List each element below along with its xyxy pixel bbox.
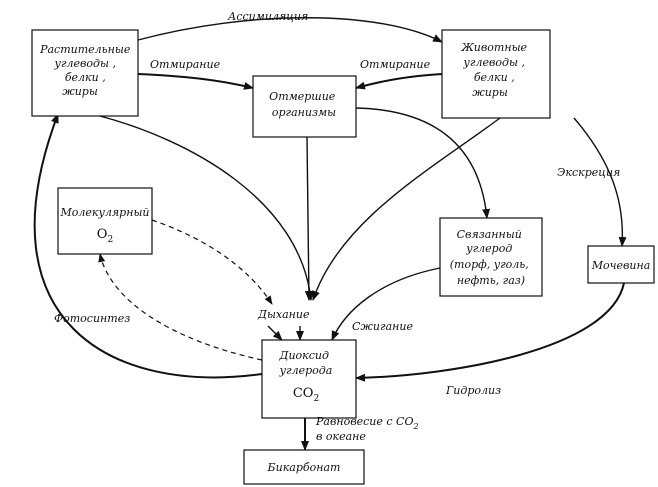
node-bicarb-box [243,449,365,485]
node-fossil-box [439,217,543,297]
edge-dead-to-fossil [355,107,491,219]
edge-photosynthesis [33,113,263,379]
node-o2-label: Молекулярный [60,206,150,219]
node-co2-label: Диоксид углерода [279,349,333,377]
edge-o2-release [98,253,263,361]
label-assimilation: Ассимиляция [227,10,308,23]
label-respiration: Дыхание [257,308,310,321]
edge-death-plant [137,73,254,90]
label-death-plant: Отмирание [150,58,221,71]
node-co2-formula: CO2 [293,386,319,404]
node-o2-box [57,187,153,255]
edge-respiration-in-1 [267,325,283,341]
edge-respiration-dead [304,136,313,301]
node-urea-box [587,245,655,284]
label-equilibrium-ocean: в океане [316,430,366,443]
node-dead-label: Отмершие организмы [269,90,339,119]
node-plant-label: Растительные углеводы , белки , жиры [39,43,134,98]
label-excretion: Экскреция [557,166,620,179]
node-urea-label: Мочевина [591,259,651,272]
edge-hydrolysis [355,282,625,382]
node-animal-box [441,29,551,119]
label-combustion: Сжигание [352,320,413,333]
label-hydrolysis: Гидролиз [445,384,501,397]
label-equilibrium: Равновесие с CO2 [315,415,419,431]
label-death-animal: Отмирание [360,58,431,71]
edge-combustion [331,267,441,341]
edge-death-animal [355,73,443,90]
node-animal-label: Животные углеводы , белки , жиры [460,41,530,99]
node-dead-box [252,75,357,138]
edge-excretion [573,117,627,247]
node-bicarb-label: Бикарбонат [267,461,341,474]
edge-assimilation [137,17,443,43]
node-o2-formula: O2 [97,227,113,245]
node-plant-box [31,29,139,117]
node-fossil-label: Связанный углерод (торф, уголь, нефть, г… [450,228,533,287]
edge-respiration-plant [99,115,314,301]
edge-o2-consumption [151,219,273,305]
edge-respiration-animal [312,117,501,301]
label-photosynthesis: Фотосинтез [54,312,130,325]
node-co2-box [261,339,357,419]
